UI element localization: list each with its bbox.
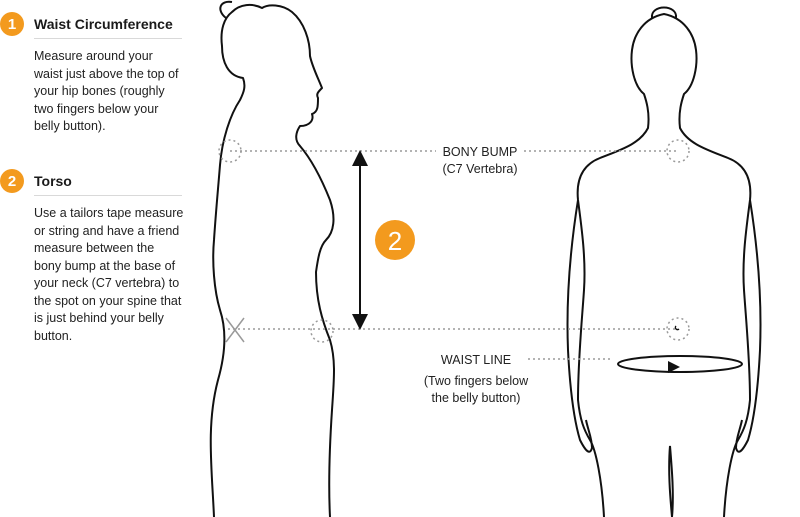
belly-button bbox=[674, 325, 680, 331]
left-arm bbox=[566, 199, 594, 453]
front-body-silhouette bbox=[576, 13, 752, 517]
step-2-marker-number: 2 bbox=[388, 226, 402, 256]
front-hair-bun bbox=[651, 6, 677, 19]
waist-line-sublabel-1: (Two fingers below bbox=[424, 374, 529, 388]
step-description: Use a tailors tape measure or string and… bbox=[34, 206, 184, 343]
instructions-panel: 1 Waist Circumference Measure around you… bbox=[0, 0, 190, 517]
waist-direction-arrow bbox=[668, 361, 680, 373]
step-2-marker bbox=[375, 220, 415, 260]
step-description: Measure around your waist just above the… bbox=[34, 49, 179, 133]
c7-marker-side bbox=[218, 139, 242, 163]
side-profile-silhouette bbox=[209, 3, 335, 517]
right-arm bbox=[734, 199, 762, 453]
step-number-badge: 1 bbox=[0, 12, 24, 36]
belly-button-marker-front bbox=[666, 317, 690, 341]
spine-cross-marker bbox=[225, 317, 245, 343]
waist-line-ellipse bbox=[617, 355, 743, 373]
bony-bump-sublabel: (C7 Vertebra) bbox=[442, 162, 517, 176]
leg-gap bbox=[668, 445, 674, 517]
step-torso: 2 Torso Use a tailors tape measure or st… bbox=[0, 167, 190, 345]
step-title: Waist Circumference bbox=[34, 16, 173, 32]
step-header: 1 Waist Circumference bbox=[0, 10, 190, 38]
waist-line-sublabel-2: the belly button) bbox=[432, 391, 521, 405]
hair-bun bbox=[219, 0, 233, 19]
waist-line-label: WAIST LINE bbox=[441, 353, 511, 367]
step-waist-circumference: 1 Waist Circumference Measure around you… bbox=[0, 10, 190, 136]
step-number-badge: 2 bbox=[0, 169, 24, 193]
divider bbox=[34, 38, 182, 39]
divider bbox=[34, 195, 182, 196]
step-header: 2 Torso bbox=[0, 167, 190, 195]
c7-marker-front bbox=[666, 139, 690, 163]
bony-bump-label: BONY BUMP bbox=[443, 145, 518, 159]
belly-button-marker-side bbox=[310, 319, 334, 343]
step-title: Torso bbox=[34, 173, 72, 189]
